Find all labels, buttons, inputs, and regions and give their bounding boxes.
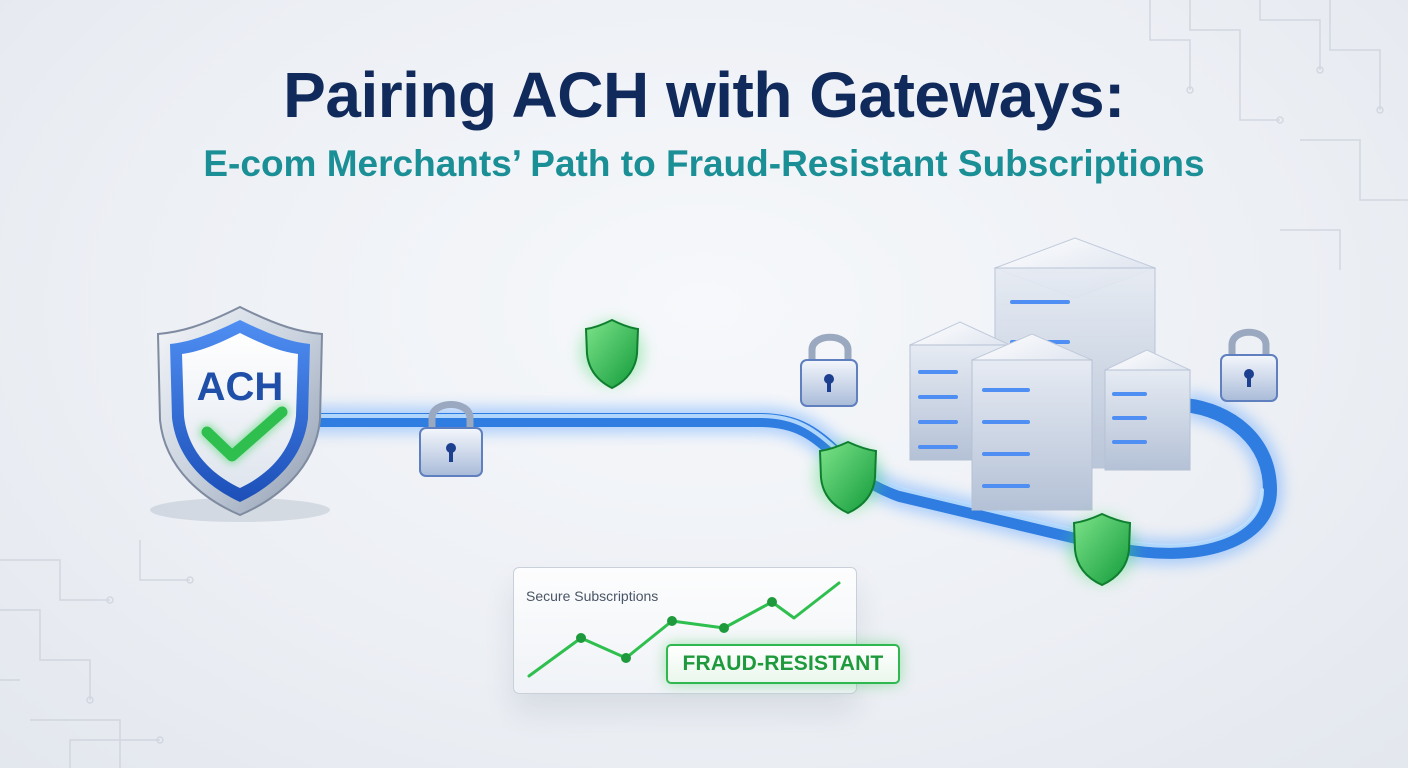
check-icon [201, 406, 288, 462]
secure-path [293, 392, 1284, 565]
lock-icon-3 [1220, 328, 1278, 402]
page-title: Pairing ACH with Gateways: [283, 59, 1125, 131]
green-shield-2 [814, 440, 882, 515]
green-shield-1 [580, 318, 644, 390]
trend-line-icon [527, 581, 841, 678]
circuit-pattern-top-right [1149, 0, 1408, 270]
shield-label: ACH [197, 365, 284, 409]
fraud-resistant-badge: FRAUD-RESISTANT [666, 644, 900, 684]
server-icon [908, 237, 1192, 511]
page-subtitle: E-com Merchants’ Path to Fraud-Resistant… [203, 143, 1205, 184]
lock-icon [419, 401, 483, 477]
shield-icon: ACH [150, 305, 330, 522]
chart-label: Secure Subscriptions [526, 588, 659, 604]
circuit-pattern-bottom-left [0, 540, 194, 768]
green-shield-3 [1068, 512, 1136, 587]
lock-icon-2 [800, 333, 858, 407]
